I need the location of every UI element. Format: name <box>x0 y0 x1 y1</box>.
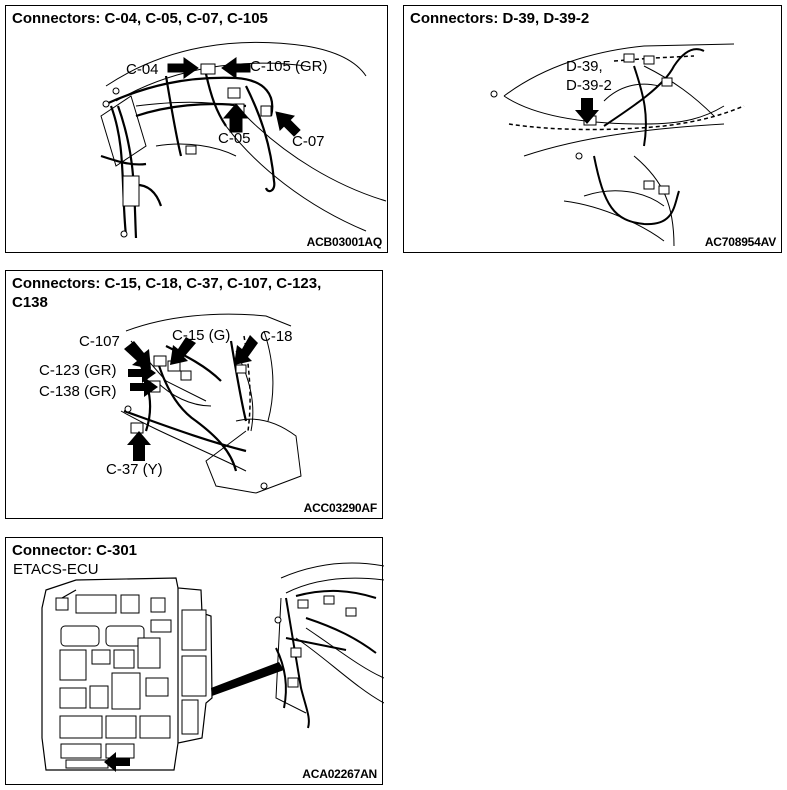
panel-title: Connector: C-301 <box>12 542 138 559</box>
label-c05: C-05 <box>218 130 251 147</box>
panel-title-line1: Connectors: C-15, C-18, C-37, C-107, C-1… <box>12 275 322 292</box>
rear-door-wiring-illustration <box>404 6 783 254</box>
label-c04: C-04 <box>126 61 159 78</box>
figure-code: ACB03001AQ <box>306 235 383 249</box>
panel-d39-d39-2: Connectors: D-39, D-39-2 D-39, D-39-2 AC… <box>403 5 782 253</box>
label-d39-2: D-39-2 <box>566 77 612 94</box>
center-console-wiring-illustration <box>6 271 384 520</box>
callout-arrow <box>104 752 130 772</box>
label-c138: C-138 (GR) <box>39 383 117 400</box>
panel-c15-c18-c37-c107-c123-c138: Connectors: C-15, C-18, C-37, C-107, C-1… <box>5 270 383 519</box>
panel-title: Connectors: C-04, C-05, C-07, C-105 <box>12 10 268 27</box>
label-c37: C-37 (Y) <box>106 461 163 478</box>
callout-arrows <box>575 98 599 124</box>
leader-wedge <box>211 662 284 696</box>
etacs-ecu-illustration <box>6 538 384 772</box>
figure-code: ACA02267AN <box>302 767 377 781</box>
callout-arrows <box>124 335 258 461</box>
figure-code: ACC03290AF <box>303 501 378 515</box>
label-c123: C-123 (GR) <box>39 362 117 379</box>
dashboard-wiring-illustration <box>6 6 389 254</box>
panel-c04-c05-c07-c105: Connectors: C-04, C-05, C-07, C-105 C-04… <box>5 5 388 253</box>
label-c107: C-107 <box>79 333 120 350</box>
label-c15: C-15 (G) <box>172 327 231 344</box>
callout-arrows <box>168 58 300 136</box>
panel-title-line2: C138 <box>12 294 48 311</box>
panel-title: Connectors: D-39, D-39-2 <box>410 10 590 27</box>
label-d39: D-39, <box>566 58 603 75</box>
label-c07: C-07 <box>292 133 325 150</box>
figure-code: AC708954AV <box>704 235 776 249</box>
label-c105: C-105 (GR) <box>250 58 328 75</box>
label-c18: C-18 <box>260 328 293 345</box>
panel-c301-etacs-ecu: Connector: C-301 ETACS-ECU ACA02267AN <box>5 537 383 785</box>
label-etacs-ecu: ETACS-ECU <box>13 561 99 578</box>
